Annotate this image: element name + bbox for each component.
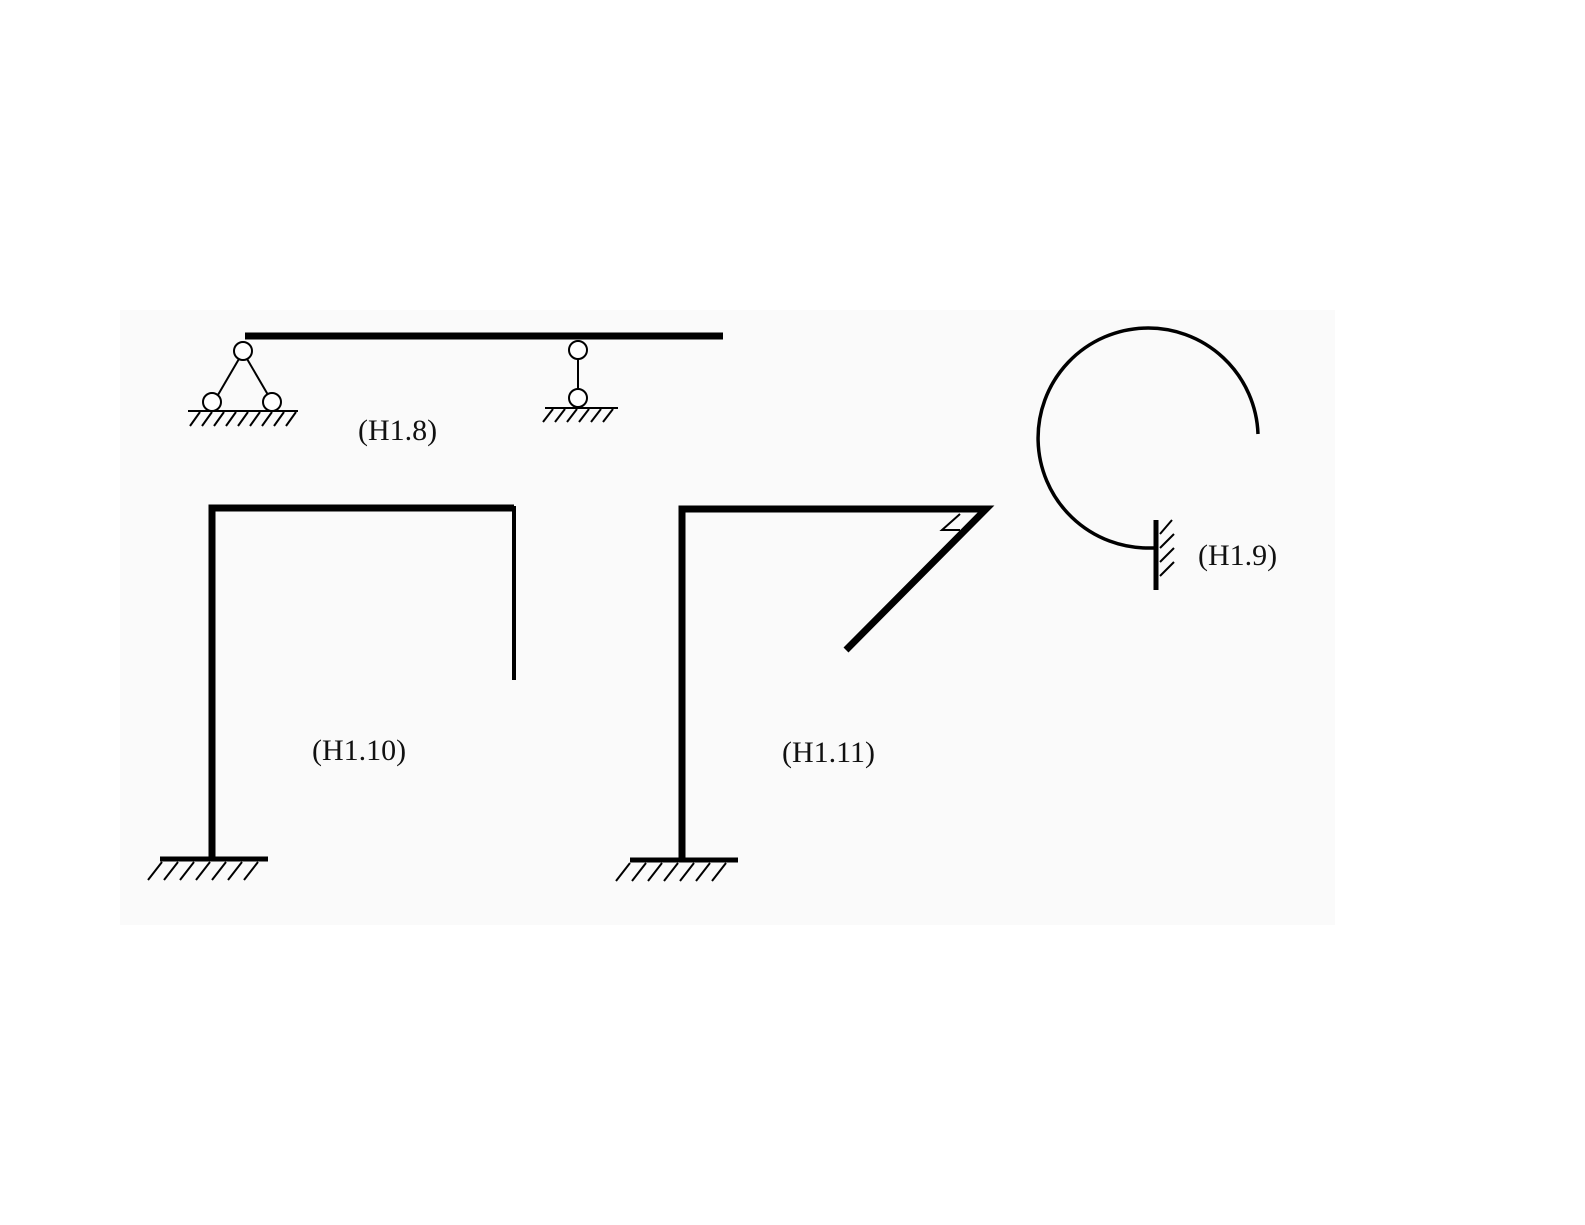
hinge-mark xyxy=(939,513,961,531)
figure-label: (H1.11) xyxy=(782,736,875,769)
frame xyxy=(208,504,514,858)
figure-h1-8: (H1.8) xyxy=(188,332,723,447)
frame xyxy=(678,505,995,858)
figure-h1-10: (H1.10) xyxy=(147,504,516,881)
circular-arc-member xyxy=(1036,326,1260,550)
figure-label: (H1.9) xyxy=(1198,539,1277,572)
base-hatching xyxy=(147,861,259,881)
pin-support-left xyxy=(188,341,298,427)
link-support-right xyxy=(542,340,618,423)
figure-h1-11: (H1.11) xyxy=(615,505,995,882)
figure-label: (H1.8) xyxy=(358,414,437,447)
base-hatching xyxy=(615,862,727,882)
wall-hatching xyxy=(1159,519,1175,577)
figure-h1-9: (H1.9) xyxy=(1036,326,1277,590)
figure-background xyxy=(120,310,1335,925)
figure-label: (H1.10) xyxy=(312,734,406,767)
